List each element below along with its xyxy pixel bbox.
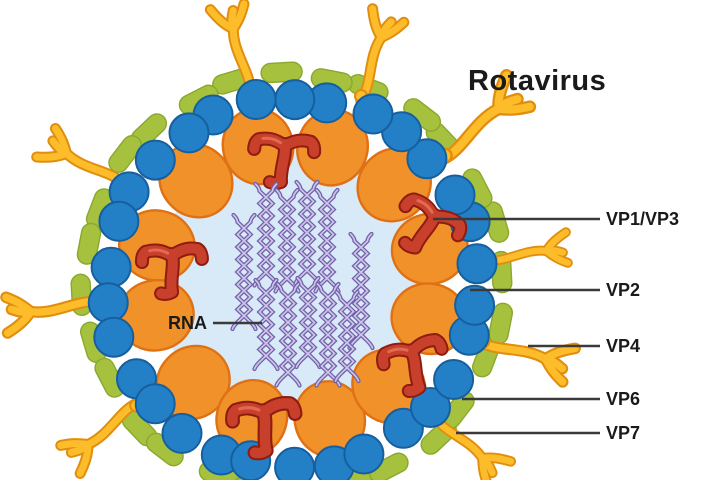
label-vp2: VP2 (606, 280, 640, 300)
vp1-vp3-polymerase (376, 333, 449, 399)
rna-helix (314, 281, 342, 388)
rna-genome (230, 179, 375, 388)
label-vp4: VP4 (606, 336, 640, 356)
rna-helix (294, 275, 322, 370)
vp1-vp3-polymerase (247, 131, 322, 191)
vp4-spike (353, 3, 410, 106)
diagram-title: Rotavirus (468, 65, 606, 97)
rna-helix (347, 231, 375, 351)
leader-lines (213, 217, 600, 435)
rna-helix (252, 181, 280, 288)
rna-helix (274, 281, 302, 388)
virus-particle (0, 0, 581, 480)
vp1-vp3-polymerase (225, 395, 303, 461)
vp6-middle-capsid-layer (87, 79, 498, 480)
labels: Rotavirus RNA VP1/VP3 VP2 VP4 VP6 VP7 (168, 65, 679, 443)
rna-helix (230, 212, 258, 332)
label-vp6: VP6 (606, 389, 640, 409)
label-rna: RNA (168, 313, 207, 333)
rna-helix (293, 179, 321, 286)
rna-helix (333, 289, 361, 384)
label-vp7: VP7 (606, 423, 640, 443)
label-vp1vp3: VP1/VP3 (606, 209, 679, 229)
rna-helix (252, 277, 280, 372)
vp1-vp3-polymerase (134, 241, 209, 301)
rna-helix (273, 187, 301, 294)
rna-helix (313, 187, 341, 294)
